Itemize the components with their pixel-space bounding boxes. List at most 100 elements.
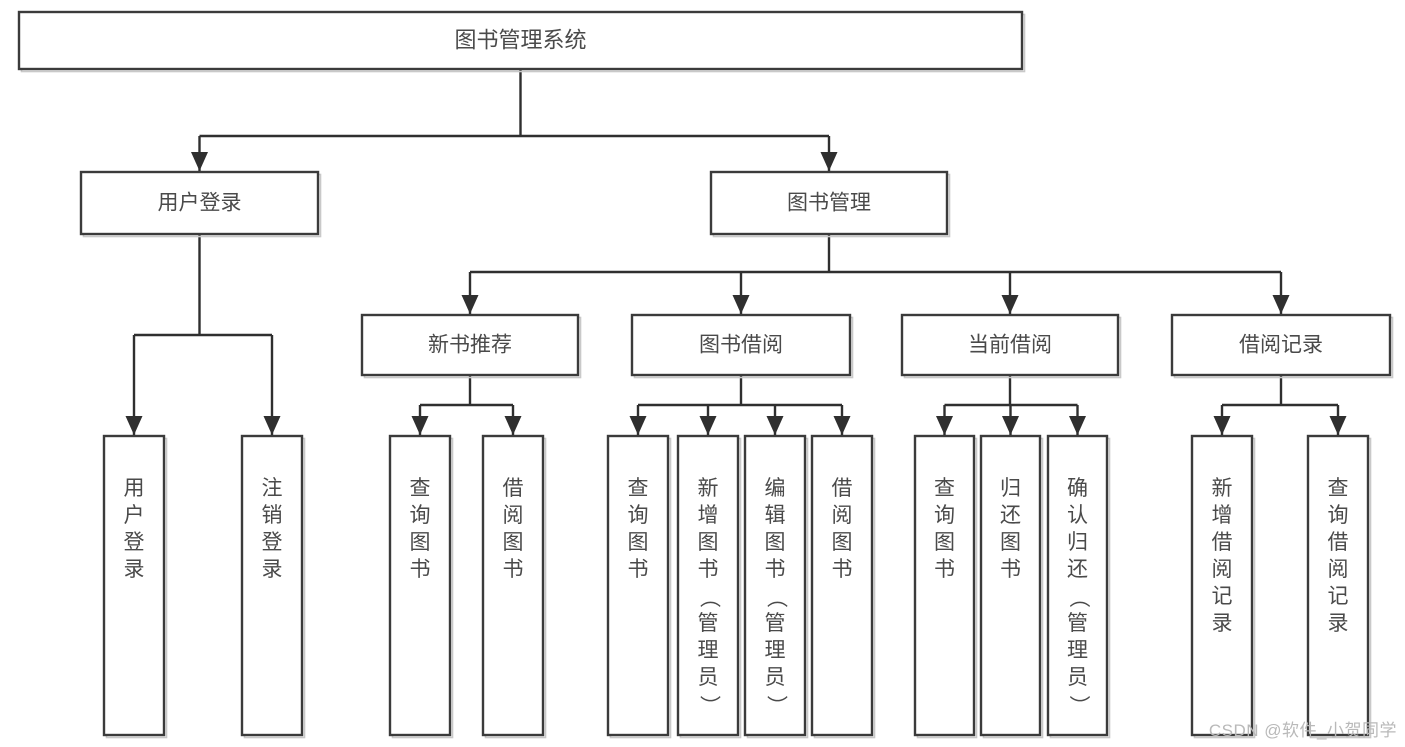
connector-layer: [125, 69, 1347, 435]
node-new-book-recommend[interactable]: [360, 313, 582, 379]
arrow-head-icon: [1069, 416, 1086, 435]
svg-text:书: 书: [628, 558, 649, 581]
node-leaf-add-book[interactable]: [676, 434, 742, 739]
svg-text:录: 录: [262, 558, 283, 581]
node-leaf-add-record-rect: [1190, 434, 1254, 737]
node-leaf-query-book-1[interactable]: [388, 434, 454, 739]
arrow-head-icon: [1001, 295, 1019, 314]
svg-text:归: 归: [1000, 477, 1021, 500]
node-leaf-confirm-return[interactable]: [1046, 434, 1111, 739]
node-user-login[interactable]: [79, 170, 322, 238]
svg-text:新: 新: [1212, 477, 1233, 500]
svg-text:查: 查: [934, 477, 955, 500]
svg-text:阅: 阅: [503, 504, 524, 527]
svg-text:书: 书: [410, 558, 431, 581]
node-leaf-edit-book[interactable]: [743, 434, 809, 739]
arrow-head-icon: [191, 152, 208, 171]
node-leaf-return-book[interactable]: [979, 434, 1044, 739]
arrow-head-icon: [1002, 416, 1019, 435]
node-user-login-rect: [79, 170, 320, 236]
svg-text:图: 图: [832, 531, 853, 554]
node-leaf-query-record[interactable]: [1306, 434, 1372, 739]
node-leaf-user-login[interactable]: [102, 434, 168, 739]
node-borrow-record-label: 借阅记录: [1239, 334, 1323, 357]
svg-text:（: （: [697, 587, 720, 608]
svg-text:借: 借: [1212, 531, 1233, 554]
svg-text:图: 图: [410, 531, 431, 554]
svg-text:书: 书: [765, 558, 786, 581]
svg-text:还: 还: [1000, 504, 1021, 527]
node-root[interactable]: [17, 10, 1026, 73]
arrow-head-icon: [1213, 416, 1231, 435]
svg-text:）: ）: [764, 695, 787, 716]
svg-text:登: 登: [262, 531, 283, 554]
svg-text:书: 书: [503, 558, 524, 581]
svg-text:书: 书: [698, 558, 719, 581]
node-current-borrow[interactable]: [900, 313, 1122, 379]
arrow-head-icon: [1272, 295, 1290, 314]
svg-text:书: 书: [1000, 558, 1021, 581]
node-leaf-borrow-book-1[interactable]: [481, 434, 547, 739]
svg-text:增: 增: [698, 504, 719, 527]
svg-text:销: 销: [262, 504, 283, 527]
svg-text:还: 还: [1067, 558, 1088, 581]
node-book-manage[interactable]: [709, 170, 951, 238]
arrow-head-icon: [820, 152, 838, 171]
arrow-head-icon: [936, 416, 953, 435]
node-leaf-query-book-2-rect: [606, 434, 670, 737]
svg-text:借: 借: [832, 477, 853, 500]
svg-text:注: 注: [262, 477, 283, 500]
node-leaf-query-book-2[interactable]: [606, 434, 672, 739]
arrow-head-icon: [504, 416, 522, 435]
svg-text:书: 书: [934, 558, 955, 581]
svg-text:员: 员: [698, 666, 719, 689]
svg-text:员: 员: [1067, 666, 1088, 689]
svg-text:图: 图: [934, 531, 955, 554]
node-leaf-add-book-rect: [676, 434, 740, 737]
node-leaf-edit-book-rect: [743, 434, 807, 737]
node-leaf-logout[interactable]: [240, 434, 306, 739]
arrow-head-icon: [699, 416, 717, 435]
svg-text:询: 询: [410, 504, 431, 527]
arrow-head-icon: [766, 416, 784, 435]
node-leaf-borrow-book-2[interactable]: [810, 434, 876, 739]
svg-text:图: 图: [765, 531, 786, 554]
node-leaf-add-record[interactable]: [1190, 434, 1256, 739]
svg-text:查: 查: [410, 477, 431, 500]
arrow-head-icon: [263, 416, 281, 435]
node-leaf-confirm-return-rect: [1046, 434, 1109, 737]
node-leaf-query-book-3[interactable]: [913, 434, 978, 739]
svg-text:询: 询: [934, 504, 955, 527]
arrow-head-icon: [732, 295, 750, 314]
svg-text:户: 户: [124, 504, 145, 527]
arrow-head-icon: [411, 416, 429, 435]
node-borrow-record-rect: [1170, 313, 1392, 377]
svg-text:新: 新: [698, 477, 719, 500]
arrow-head-icon: [125, 416, 143, 435]
svg-text:（: （: [1067, 587, 1090, 608]
node-leaf-return-book-rect: [979, 434, 1042, 737]
node-current-borrow-label: 当前借阅: [968, 334, 1052, 357]
svg-text:录: 录: [124, 558, 145, 581]
svg-text:阅: 阅: [1328, 558, 1349, 581]
svg-text:阅: 阅: [1212, 558, 1233, 581]
node-book-borrow[interactable]: [630, 313, 854, 379]
svg-text:管: 管: [698, 612, 719, 635]
node-leaf-query-book-3-rect: [913, 434, 976, 737]
svg-text:认: 认: [1067, 504, 1088, 527]
node-leaf-logout-rect: [240, 434, 304, 737]
arrow-head-icon: [629, 416, 647, 435]
node-borrow-record[interactable]: [1170, 313, 1394, 379]
svg-text:用: 用: [124, 477, 145, 500]
node-user-login-label: 用户登录: [158, 192, 242, 215]
svg-text:编: 编: [765, 477, 786, 500]
node-leaf-borrow-book-2-rect: [810, 434, 874, 737]
svg-text:图: 图: [1000, 531, 1021, 554]
